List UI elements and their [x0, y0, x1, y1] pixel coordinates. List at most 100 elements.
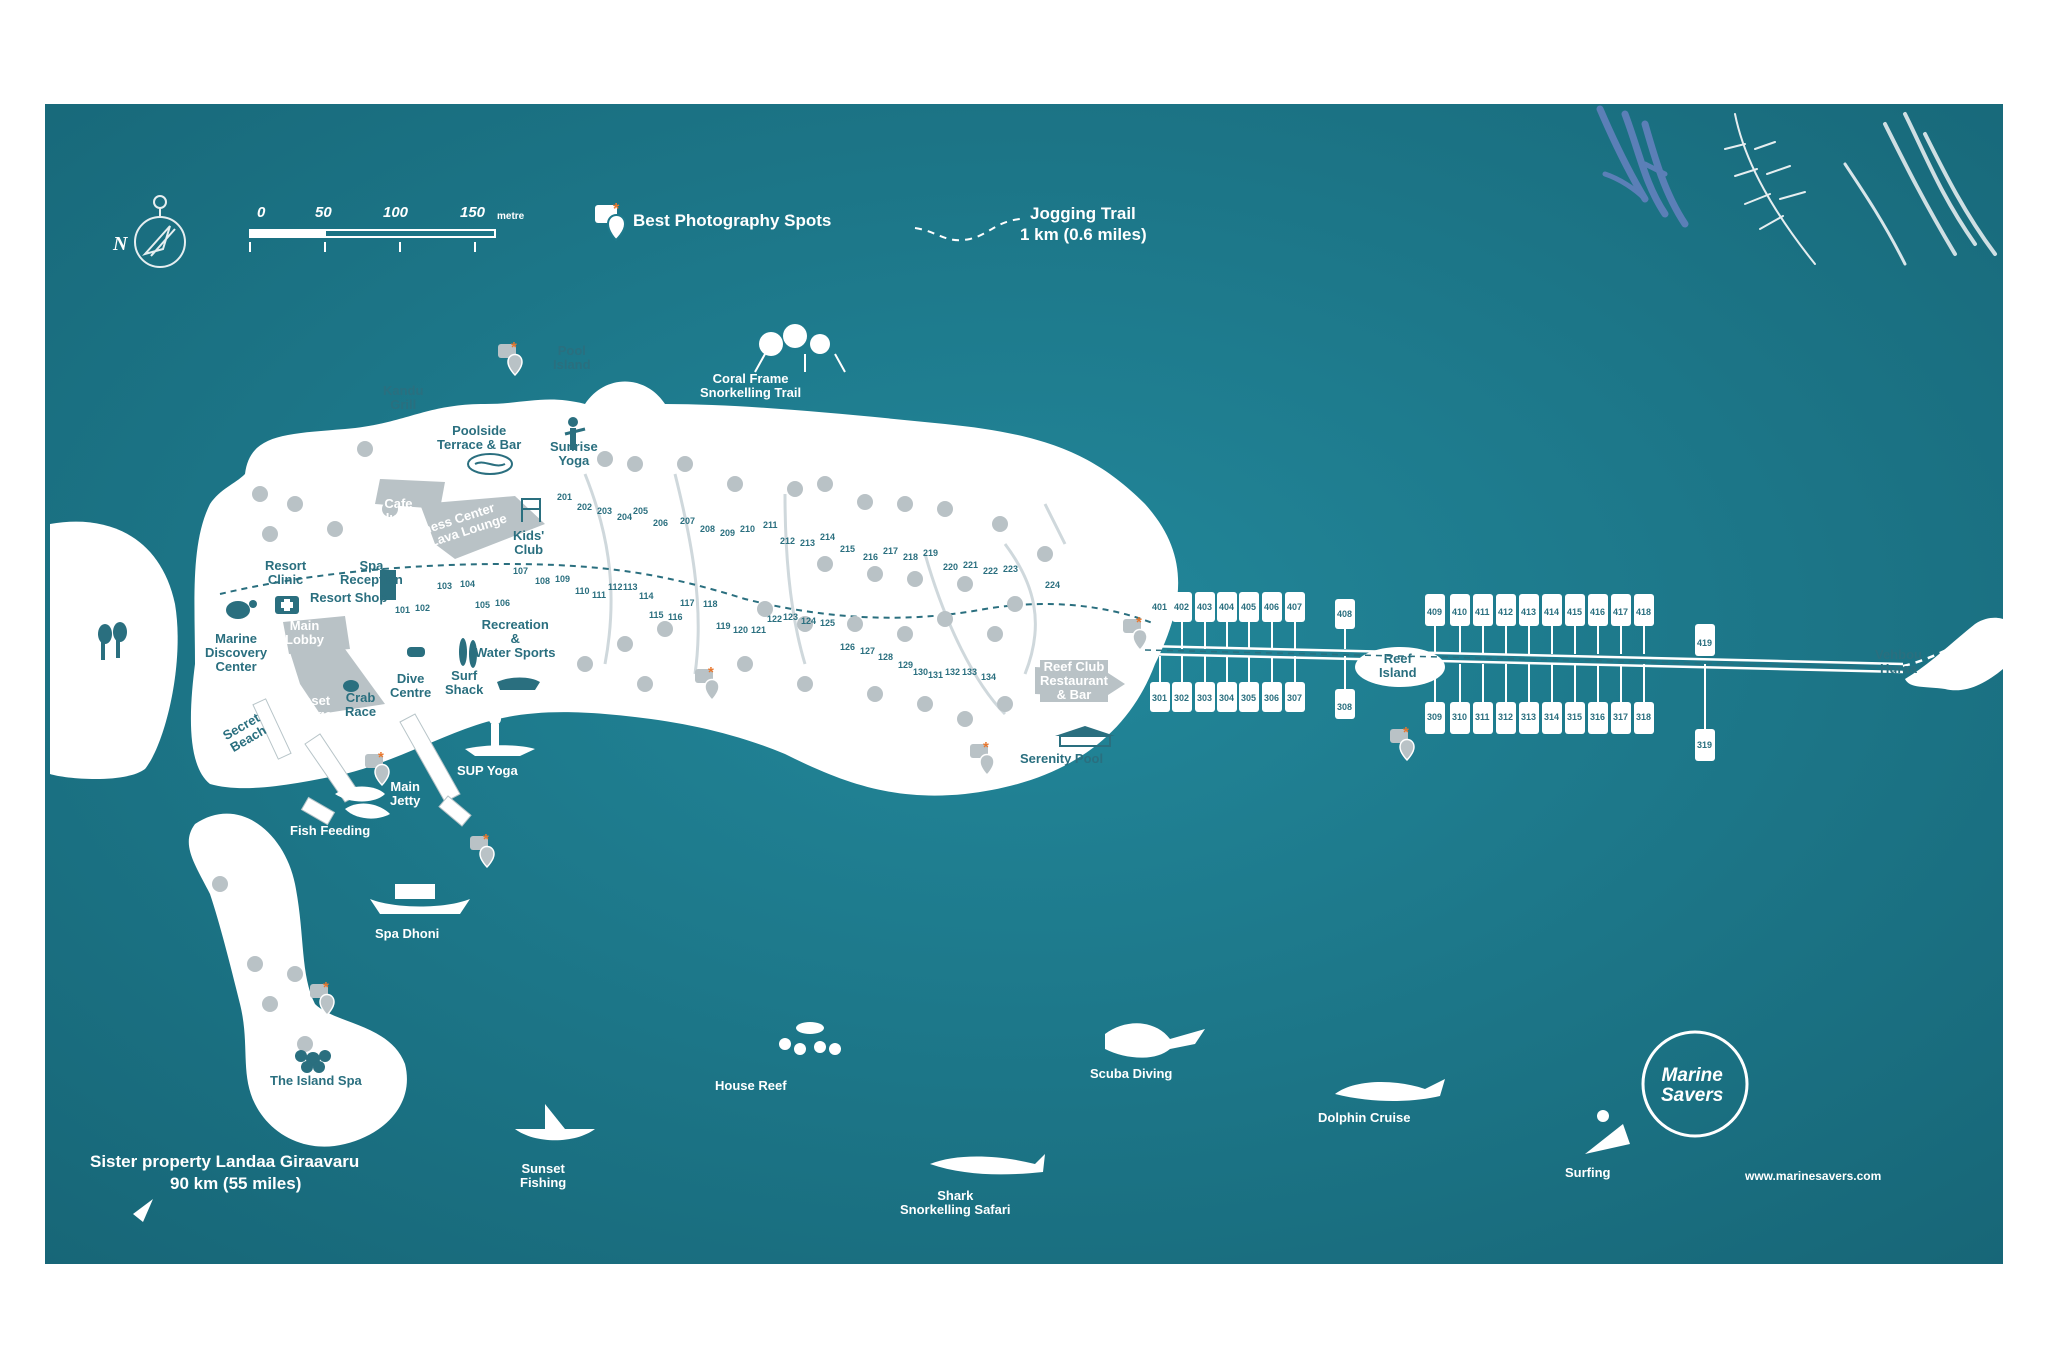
camera-pin-icon: * [498, 339, 523, 377]
villa-number: 129 [898, 660, 914, 670]
palm-tree-icon [597, 451, 613, 467]
villa-number: 204 [617, 512, 633, 522]
house-reef-icon [779, 1022, 841, 1055]
surfer-icon [1585, 1110, 1630, 1154]
water-villa [1695, 729, 1715, 761]
villa-number: 133 [962, 667, 978, 677]
palm-tree-icon [357, 441, 373, 457]
villa-number: 223 [1003, 564, 1019, 574]
marine-savers-logo-icon [1641, 1030, 1749, 1138]
palm-tree-icon [917, 696, 933, 712]
villa-number: 207 [680, 516, 696, 526]
villa-number: 120 [733, 625, 749, 635]
palm-tree-icon [617, 636, 633, 652]
turtle-icon [226, 600, 257, 619]
water-villa [1519, 594, 1539, 626]
palm-tree-icon [247, 956, 263, 972]
water-villa [1634, 702, 1654, 734]
palm-tree-icon [857, 494, 873, 510]
label-surfing: Surfing [1565, 1165, 1611, 1180]
water-villa [1217, 682, 1237, 712]
villa-number: 220 [943, 562, 959, 572]
villa-number: 205 [633, 506, 649, 516]
palm-tree-icon [797, 676, 813, 692]
villa-number: 132 [945, 667, 961, 677]
villa-number: 409 [1427, 607, 1443, 617]
villa-number: 211 [763, 520, 778, 530]
villa-number: 123 [783, 612, 799, 622]
scale-label-150: 150 [460, 204, 486, 221]
water-villa [1542, 594, 1562, 626]
palm-tree-icon [382, 501, 398, 517]
palm-tree-icon [627, 456, 643, 472]
villa-number: 116 [668, 612, 683, 622]
label-sup-yoga: SUP Yoga [457, 763, 518, 778]
villa-number: 122 [767, 614, 783, 624]
navigation-arrow-icon [133, 1199, 153, 1222]
water-villa [1285, 682, 1305, 712]
main-jetty [252, 698, 472, 827]
svg-text:*: * [323, 979, 329, 996]
scale-label-50: 50 [315, 204, 332, 221]
villa-number: 402 [1174, 602, 1190, 612]
villa-number: 118 [703, 599, 718, 609]
water-villa [1262, 592, 1282, 622]
jogging-trail-legend: Jogging Trail [1030, 204, 1136, 223]
sunset-fishing-icon [515, 1104, 595, 1141]
villa-number: 405 [1241, 602, 1257, 612]
water-villa [1239, 592, 1259, 622]
villa-number: 401 [1152, 602, 1168, 612]
villa-number: 221 [963, 560, 979, 570]
scuba-diver-icon [1105, 1023, 1205, 1058]
activity-icons [98, 324, 1749, 1222]
palm-tree-icon [252, 486, 268, 502]
scale-label-100: 100 [383, 204, 409, 221]
water-villa [1450, 594, 1470, 626]
label-dolphin-cruise: Dolphin Cruise [1318, 1110, 1411, 1125]
villa-number: 114 [639, 591, 654, 601]
palm-tree-icon [287, 496, 303, 512]
water-villa [1473, 594, 1493, 626]
villa-number: 126 [840, 642, 856, 652]
villa-number: 306 [1264, 693, 1280, 703]
villa-number: 104 [460, 579, 476, 589]
water-villa [1285, 592, 1305, 622]
villa-number: 406 [1264, 602, 1280, 612]
villa-number: 203 [597, 506, 613, 516]
scale-unit: metre [497, 211, 525, 222]
villa-number: 318 [1636, 712, 1652, 722]
villa-number: 112 [608, 582, 623, 592]
pool-icon [467, 453, 513, 475]
label-kids-club: Kids'Club [513, 528, 545, 557]
label-scuba-diving: Scuba Diving [1090, 1066, 1173, 1081]
villa-number: 308 [1337, 702, 1353, 712]
palm-tree-icon [997, 696, 1013, 712]
palm-tree-icon [817, 476, 833, 492]
water-villa [1262, 682, 1282, 712]
palm-tree-icon [957, 711, 973, 727]
water-villas [1150, 592, 1715, 761]
villa-number: 218 [903, 552, 919, 562]
photo-spot-pins: * * * * * * * * [310, 339, 1415, 1017]
villa-number: 130 [913, 667, 929, 677]
jogging-trail-legend-line [914, 218, 1021, 242]
palm-tree-icon [992, 516, 1008, 532]
water-villa [1425, 702, 1445, 734]
villa-number: 417 [1613, 607, 1629, 617]
water-villa [1195, 682, 1215, 712]
villa-number: 301 [1152, 693, 1168, 703]
palm-tree-icon [327, 521, 343, 537]
label-house-reef: House Reef [715, 1078, 787, 1093]
label-website[interactable]: www.marinesavers.com [1745, 1169, 1882, 1183]
tennis-icon [98, 622, 127, 660]
